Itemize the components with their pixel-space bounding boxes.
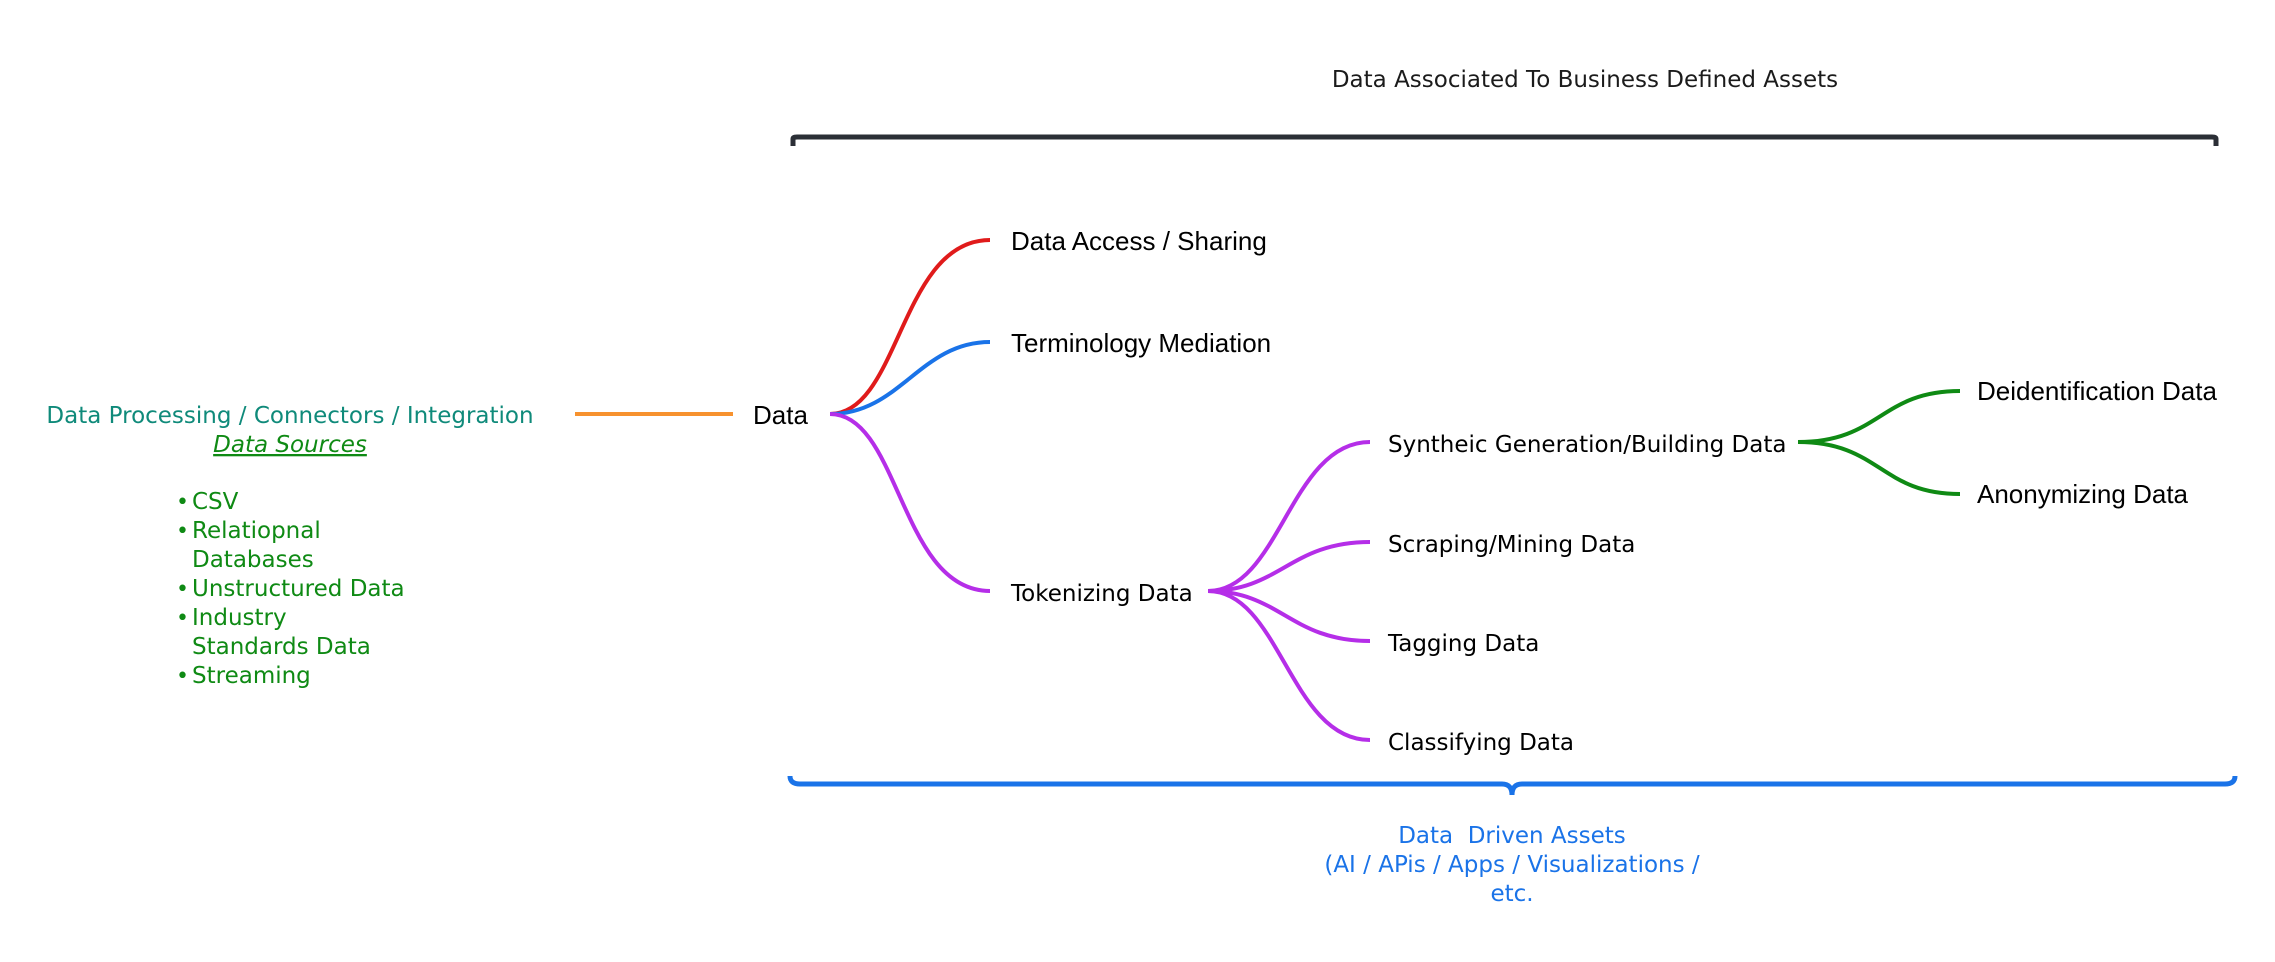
list-bullet: • bbox=[176, 664, 189, 689]
branch-data-to-terminology bbox=[829, 340, 991, 416]
list-item-industry: Industry Standards Data bbox=[192, 605, 371, 660]
node-tagging: Tagging Data bbox=[1387, 631, 1539, 657]
list-item-line: Databases bbox=[192, 547, 314, 573]
list-item-line: Relatiopnal bbox=[192, 518, 321, 544]
node-deidentification: Deidentification Data bbox=[1977, 376, 2217, 406]
list-item-unstructured: Unstructured Data bbox=[192, 576, 405, 602]
data-sources-list: • CSV • Relatiopnal Databases • Unstruct… bbox=[176, 489, 405, 689]
branch-tokenizing-to-classifying bbox=[1207, 589, 1371, 742]
list-bullet: • bbox=[176, 490, 189, 515]
bottom-panel-line3: etc. bbox=[1490, 881, 1533, 907]
branch-data-to-access bbox=[829, 238, 991, 416]
left-panel-subheading: Data Sources bbox=[213, 432, 367, 458]
list-item-line: Standards Data bbox=[192, 634, 371, 660]
root-node-data: Data bbox=[753, 400, 808, 430]
list-item-csv: CSV bbox=[192, 489, 239, 515]
node-scraping: Scraping/Mining Data bbox=[1388, 532, 1635, 558]
branch-data-to-tokenizing bbox=[829, 412, 991, 593]
node-anonymizing: Anonymizing Data bbox=[1977, 479, 2189, 509]
bottom-panel-line1: Data Driven Assets bbox=[1398, 823, 1626, 849]
diagram-title: Data Associated To Business Defined Asse… bbox=[1332, 67, 1838, 93]
bottom-brace bbox=[787, 775, 2238, 796]
branch-tokenizing-to-synthetic bbox=[1207, 440, 1371, 593]
branch-synthetic-to-anonymizing bbox=[1797, 440, 1961, 496]
node-data-access: Data Access / Sharing bbox=[1011, 226, 1267, 256]
branch-tokenizing-to-tagging bbox=[1207, 589, 1371, 643]
top-bracket bbox=[790, 134, 2219, 146]
list-bullet: • bbox=[176, 577, 189, 602]
node-classifying: Classifying Data bbox=[1388, 730, 1574, 756]
list-bullet: • bbox=[176, 606, 189, 631]
branch-tokenizing-to-scraping bbox=[1207, 540, 1371, 593]
list-item-line: Industry bbox=[192, 605, 287, 631]
list-item-streaming: Streaming bbox=[192, 663, 311, 689]
branch-synthetic-to-deidentification bbox=[1797, 389, 1961, 444]
node-terminology: Terminology Mediation bbox=[1011, 328, 1271, 358]
bottom-panel-line2: (AI / APis / Apps / Visualizations / bbox=[1324, 852, 1700, 878]
list-bullet: • bbox=[176, 519, 189, 544]
left-panel-heading: Data Processing / Connectors / Integrati… bbox=[46, 403, 533, 429]
node-tokenizing: Tokenizing Data bbox=[1010, 581, 1193, 607]
node-synthetic: Syntheic Generation/Building Data bbox=[1388, 432, 1786, 458]
list-item-relational: Relatiopnal Databases bbox=[192, 518, 328, 573]
